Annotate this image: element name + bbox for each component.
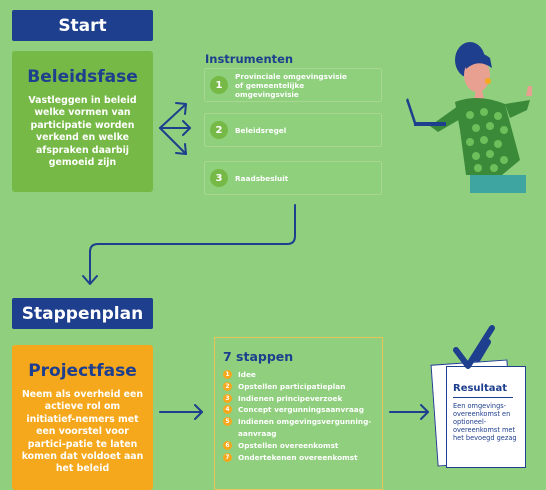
step-item: 7 Ondertekenen overeenkomst	[223, 452, 382, 465]
arrow-to-instrument-3	[159, 127, 187, 155]
projectfase-box: Projectfase Neem als overheid een actiev…	[12, 345, 153, 490]
arrow-to-instrument-1	[159, 103, 187, 129]
step-item: 3 Indienen principeverzoek	[223, 393, 382, 406]
step-number-badge: 3	[223, 393, 232, 403]
step-number-badge: 2	[223, 381, 232, 391]
arrowhead-result	[420, 404, 429, 420]
step-label: Opstellen participatieplan	[238, 381, 346, 391]
step-label: Idee	[238, 370, 256, 379]
step-number-badge: 7	[223, 452, 232, 462]
resultaat-divider	[453, 397, 513, 398]
route-to-stappenplan	[89, 204, 296, 284]
beleidsfase-title: Beleidsfase	[27, 67, 138, 87]
step-label: Opstellen overeenkomst	[238, 440, 339, 450]
route-arrowhead	[82, 275, 98, 285]
resultaat-document: Resultaat Een omgevings-overeenkomst en …	[446, 366, 526, 468]
projectfase-title: Projectfase	[28, 361, 137, 381]
stappen-box: 7 stappen 1 Idee 2 Opstellen participati…	[214, 337, 383, 490]
stappen-title: 7 stappen	[223, 349, 294, 364]
step-item: 6 Opstellen overeenkomst	[223, 440, 382, 453]
number-badge: 2	[210, 121, 228, 139]
step-number-badge: 6	[223, 440, 232, 450]
projectfase-text: Neem als overheid een actieve rol om ini…	[21, 389, 144, 475]
beleidsfase-text: Vastleggen in beleid welke vormen van pa…	[28, 95, 137, 169]
step-item-continuation: aanvraag	[223, 429, 382, 441]
step-number-spacer	[223, 429, 232, 438]
instrument-label: Provinciale omgevingsvisie of gemeenteli…	[235, 71, 348, 99]
resultaat-title: Resultaat	[453, 383, 508, 394]
step-label: Ondertekenen overeenkomst	[238, 452, 358, 462]
instrument-label: Raadsbesluit	[235, 173, 289, 183]
step-label: Indienen principeverzoek	[238, 393, 343, 403]
step-number-badge: 1	[223, 370, 232, 379]
stappenplan-banner: Stappenplan	[12, 298, 153, 329]
step-label: aanvraag	[238, 428, 277, 438]
step-item: 1 Idee	[223, 370, 382, 382]
start-banner: Start	[12, 10, 153, 41]
step-item: 4 Concept vergunningsaanvraag	[223, 405, 382, 417]
step-number-badge: 4	[223, 405, 232, 415]
resultaat-text: Een omgevings-overeenkomst en optioneel-…	[453, 402, 517, 442]
step-label: Indienen omgevingsvergunning-	[238, 417, 372, 427]
person-with-laptop-illustration	[406, 42, 532, 193]
number-badge: 3	[210, 169, 228, 187]
beleidsfase-box: Beleidsfase Vastleggen in beleid welke v…	[12, 51, 153, 192]
instrumenten-title: Instrumenten	[205, 52, 294, 66]
arrowhead-steps	[194, 404, 203, 420]
step-label: Concept vergunningsaanvraag	[238, 405, 364, 415]
arrowhead-1	[175, 102, 187, 115]
instrument-item-1: 1 Provinciale omgevingsvisie of gemeente…	[204, 68, 382, 102]
step-item: 2 Opstellen participatieplan	[223, 381, 382, 394]
step-item: 5 Indienen omgevingsvergunning-	[223, 417, 382, 429]
step-number-badge: 5	[223, 417, 232, 427]
instrument-item-3: 3 Raadsbesluit	[204, 161, 382, 195]
instrument-label: Beleidsregel	[235, 125, 287, 135]
number-badge: 1	[210, 76, 228, 94]
arrowhead-3	[175, 143, 187, 155]
instrument-item-2: 2 Beleidsregel	[204, 113, 382, 147]
arrowhead-2	[182, 120, 191, 136]
